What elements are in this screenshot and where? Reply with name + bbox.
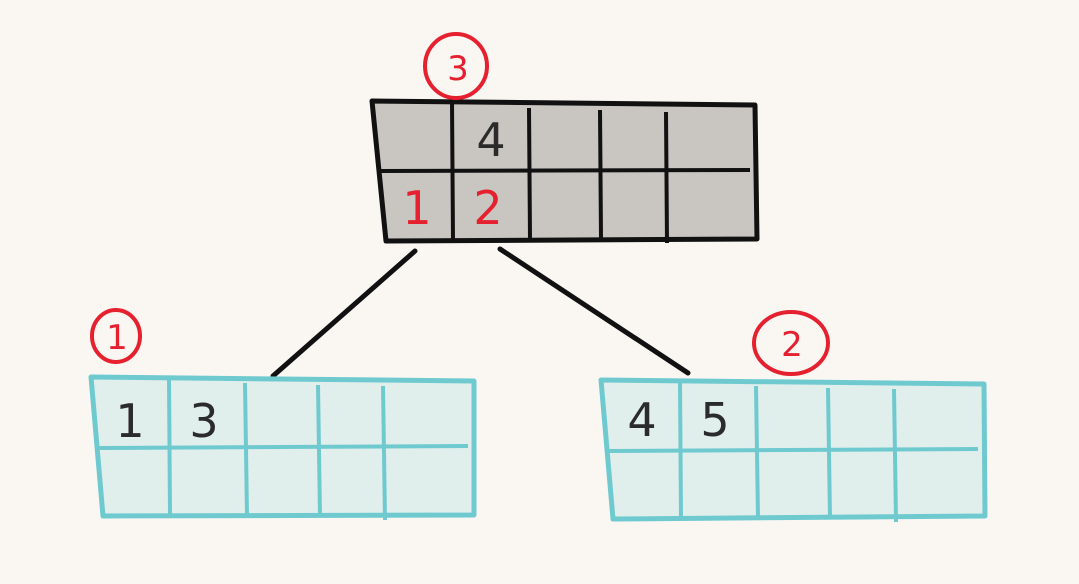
left-leaf-cell-divider <box>381 385 387 521</box>
left-leaf-row-divider <box>97 444 469 450</box>
left-leaf-cell-divider <box>167 378 172 516</box>
root-key: 4 <box>476 113 505 167</box>
right-leaf-number-badge: 2 <box>752 310 830 376</box>
left-leaf-key: 3 <box>189 394 218 448</box>
right-leaf-badge-label: 2 <box>781 325 803 365</box>
edge-root-to-right-leaf <box>497 246 691 376</box>
root-row-divider <box>377 168 751 173</box>
left-leaf-node: 1 3 1 <box>88 308 477 521</box>
root-cell-divider <box>527 107 532 240</box>
right-leaf-cell-divider <box>678 381 683 519</box>
left-leaf-cell-divider <box>316 384 322 517</box>
root-cell-divider <box>598 109 603 239</box>
right-leaf-cell-divider <box>826 387 832 519</box>
root-cell-divider <box>450 101 455 241</box>
right-leaf-cell-divider <box>892 388 898 523</box>
root-node: 4 1 2 3 <box>369 32 760 244</box>
left-leaf-number-badge: 1 <box>90 308 142 364</box>
left-leaf-badge-label: 1 <box>106 318 128 358</box>
right-leaf-key: 5 <box>700 393 729 447</box>
left-leaf-cell-divider <box>243 382 249 517</box>
root-node-badge-label: 3 <box>447 49 469 89</box>
right-leaf-cell-divider <box>754 385 760 519</box>
right-leaf-node: 4 5 2 <box>598 310 988 523</box>
root-cell-divider <box>664 111 669 244</box>
root-node-number-badge: 3 <box>423 32 489 100</box>
root-child-pointer: 1 <box>402 181 431 235</box>
edge-root-to-left-leaf <box>270 248 418 379</box>
left-leaf-key: 1 <box>115 394 144 448</box>
right-leaf-row-divider <box>607 447 979 453</box>
root-child-pointer: 2 <box>473 181 502 235</box>
right-leaf-key: 4 <box>627 393 656 447</box>
